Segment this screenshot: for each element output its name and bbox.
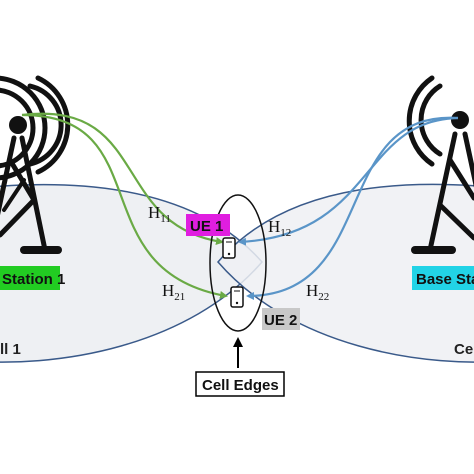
- ue-2-phone-icon: [230, 286, 244, 308]
- channel-h12-label: H12: [268, 217, 291, 239]
- ue-1-phone-icon: [222, 237, 236, 259]
- link-h11: [21, 112, 224, 246]
- svg-text:UE 2: UE 2: [264, 312, 297, 329]
- cell-2-region: [217, 183, 474, 363]
- cell-edge-ellipse: [209, 194, 267, 332]
- svg-text:Base Sta: Base Sta: [416, 271, 474, 288]
- channel-h21-label: H21: [162, 281, 185, 303]
- ue-2-label: UE 2: [262, 308, 300, 330]
- svg-text:Cell Edges: Cell Edges: [202, 377, 279, 394]
- base-station-1-label: Station 1: [0, 266, 65, 290]
- svg-text:Station 1: Station 1: [2, 271, 65, 288]
- cell-2-label: Ce: [454, 341, 473, 358]
- cell-edges-label: Cell Edges: [195, 371, 285, 397]
- link-h22: [246, 116, 459, 300]
- svg-text:UE 1: UE 1: [190, 218, 223, 235]
- ue-1-label: UE 1: [186, 214, 230, 236]
- base-station-1-tower-icon: [0, 75, 71, 254]
- base-station-2-label: Base Sta: [412, 266, 474, 290]
- link-h21: [21, 113, 228, 299]
- channel-h22-label: H22: [306, 281, 329, 303]
- cell-1-label: ll 1: [0, 341, 21, 358]
- channel-h11-label: H11: [148, 203, 171, 225]
- link-h12: [238, 116, 459, 246]
- base-station-2-tower-icon: [406, 75, 474, 254]
